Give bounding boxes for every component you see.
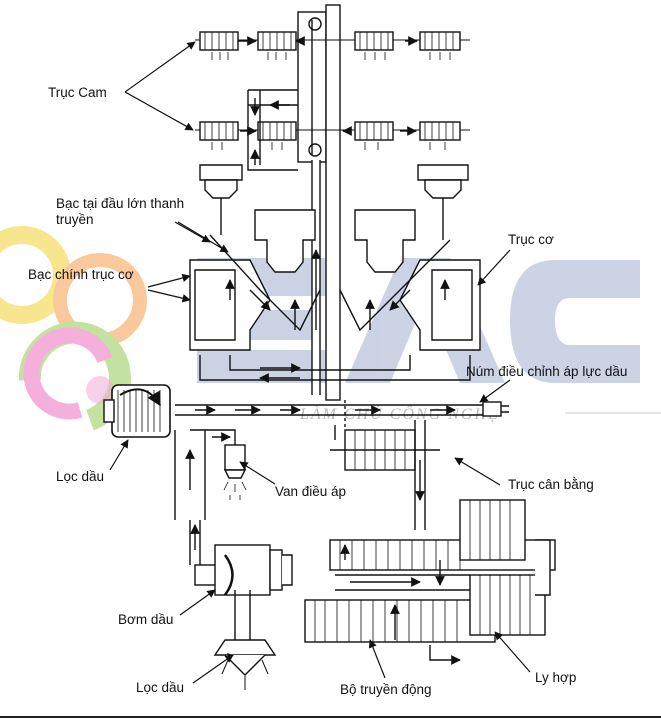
label-crankshaft: Trục cơ bbox=[508, 232, 554, 247]
relief-valve-drawing bbox=[174, 429, 247, 520]
label-oil-pump: Bơm dầu bbox=[118, 612, 173, 627]
main-oil-gallery bbox=[175, 401, 509, 417]
label-main-bearing: Bạc chính trục cơ bbox=[28, 267, 134, 282]
labels: Trục Cam Bạc tại đầu lớn thanh truyền Bạ… bbox=[28, 85, 627, 697]
label-oil-filter-upper: Lọc dầu bbox=[56, 469, 104, 484]
camshaft-top bbox=[195, 31, 470, 60]
oil-filter-upper-drawing bbox=[103, 384, 171, 438]
label-relief-valve: Van điều áp bbox=[275, 484, 346, 499]
oil-pump-drawing bbox=[189, 520, 293, 640]
engine-drawing bbox=[103, 4, 556, 690]
transmission-drawing bbox=[304, 499, 556, 665]
label-oil-pressure-knob: Núm điều chỉnh áp lực dầu bbox=[466, 364, 627, 379]
leader-arrows bbox=[109, 41, 531, 684]
cam-feed-pipes bbox=[247, 89, 298, 171]
label-conrod-bearing-line1: Bạc tại đầu lớn thanh bbox=[56, 196, 184, 211]
label-conrod-bearing-line2: truyền bbox=[56, 212, 94, 227]
label-oil-filter-lower: Lọc dầu bbox=[136, 680, 184, 695]
label-transmission: Bộ truyền động bbox=[340, 682, 432, 697]
label-clutch: Ly hợp bbox=[535, 670, 576, 685]
oil-strainer-drawing bbox=[213, 639, 277, 690]
central-oil-gallery bbox=[297, 4, 341, 401]
watermark-tagline: LÀM CHỦ CÔNG NGHỆ bbox=[299, 404, 500, 423]
crankcase bbox=[189, 234, 481, 383]
label-balance-shaft: Trục cân bằng bbox=[508, 477, 594, 492]
balance-shaft-drawing bbox=[330, 400, 440, 530]
label-camshaft: Trục Cam bbox=[48, 85, 107, 100]
pistons bbox=[199, 164, 469, 273]
